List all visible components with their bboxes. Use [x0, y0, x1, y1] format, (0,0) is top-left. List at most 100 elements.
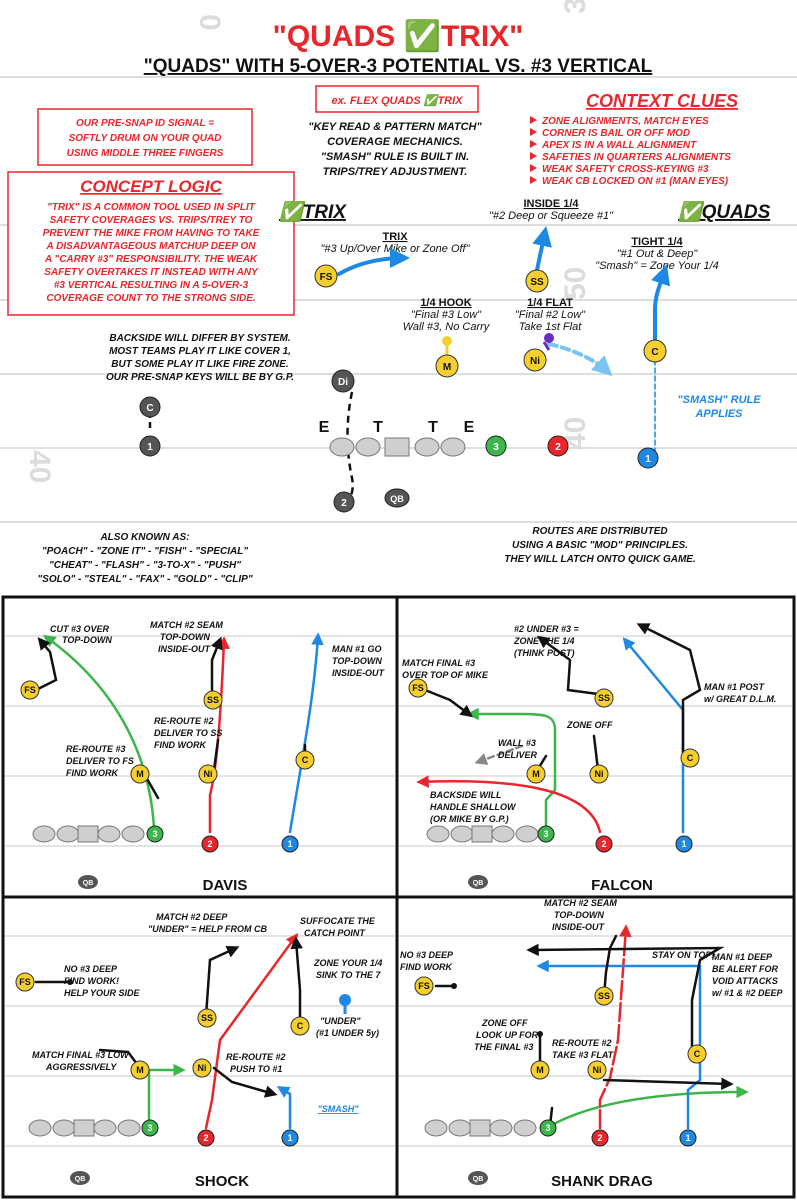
panel-title: SHANK DRAG: [551, 1173, 653, 1190]
player-fs: FS: [412, 683, 424, 693]
note: w/ #1 & #2 DEEP: [712, 988, 784, 998]
player-m: M: [536, 1065, 544, 1075]
player-m: M: [136, 1065, 144, 1075]
receiver-2: 2: [203, 1133, 208, 1143]
player-qb: QB: [390, 494, 404, 504]
note: BE ALERT FOR: [712, 964, 779, 974]
mechanics-line: "SMASH" RULE IS BUILT IN.: [321, 151, 469, 163]
concept-line: A DISADVANTAGEOUS MATCHUP DEEP ON: [46, 241, 257, 252]
receiver-1: 1: [681, 839, 686, 849]
line-letter: E: [464, 419, 475, 436]
panel-shock: MATCH #2 DEEP "UNDER" = HELP FROM CB SUF…: [15, 912, 382, 1190]
line-letter: T: [373, 419, 383, 436]
signal-line: SOFTLY DRUM ON YOUR QUAD: [69, 133, 222, 144]
line-letter: E: [319, 419, 330, 436]
note: (OR MIKE BY G.P.): [430, 814, 509, 824]
top-routes: [337, 226, 671, 453]
back-2: 2: [341, 498, 347, 509]
note: RE-ROUTE #2: [552, 1038, 612, 1048]
backside-line: BACKSIDE WILL DIFFER BY SYSTEM.: [109, 333, 290, 344]
flat-label: 1/4 FLAT: [527, 297, 573, 309]
player-qb: QB: [83, 880, 94, 887]
note: TOP-DOWN: [332, 656, 382, 666]
context-item: ZONE ALIGNMENTS, MATCH EYES: [541, 116, 709, 127]
note: (THINK POST): [514, 648, 575, 658]
note: MATCH FINAL #3 LOW: [32, 1050, 130, 1060]
note: THE FINAL #3: [474, 1042, 533, 1052]
note: "UNDER": [320, 1016, 361, 1026]
ss-route: [532, 226, 552, 272]
note: NO #3 DEEP: [400, 950, 454, 960]
trix-label: TRIX: [382, 231, 408, 243]
yard-number: 40: [23, 450, 56, 483]
note: DELIVER: [498, 750, 538, 760]
player-ni: Ni: [530, 356, 540, 367]
receiver-2: 2: [207, 839, 212, 849]
concept-line: "TRIX" IS A COMMON TOOL USED IN SPLIT: [47, 202, 256, 213]
receiver-1: 1: [645, 454, 651, 465]
aka-line: "POACH" - "ZONE IT" - "FISH" - "SPECIAL": [42, 546, 249, 557]
note: TAKE #3 FLAT: [552, 1050, 615, 1060]
note: BACKSIDE WILL: [430, 790, 502, 800]
player-ss: SS: [201, 1013, 213, 1023]
concept-line: COVERAGE COUNT TO THE STRONG SIDE.: [46, 293, 255, 304]
panel-falcon: #2 UNDER #3 = ZONE THE 1/4 (THINK POST) …: [402, 623, 776, 894]
receiver-1-back: 1: [147, 442, 153, 453]
note: INSIDE-OUT: [552, 922, 606, 932]
smash-note: "SMASH" RULE: [677, 394, 761, 406]
yard-number: 50: [559, 267, 592, 300]
cb-route: [651, 264, 671, 342]
routes-line: THEY WILL LATCH ONTO QUICK GAME.: [504, 554, 695, 565]
top-offense: E T T E: [148, 391, 475, 502]
signal-box: [37, 108, 253, 166]
player-ni: Ni: [204, 769, 213, 779]
yard-number: 3: [559, 0, 592, 14]
quads-tag: ✅QUADS: [678, 200, 771, 223]
note: CATCH POINT: [304, 928, 366, 938]
note: MAN #1 GO: [332, 644, 382, 654]
panel-title: FALCON: [591, 877, 653, 894]
trix-sub: "#3 Up/Over Mike or Zone Off": [320, 243, 470, 255]
note: #2 UNDER #3 =: [514, 624, 580, 634]
inside-label: INSIDE 1/4: [523, 198, 579, 210]
player-ss: SS: [207, 695, 219, 705]
player-ni: Ni: [198, 1063, 207, 1073]
concept-line: PREVENT THE MIKE FROM HAVING TO TAKE: [43, 228, 260, 239]
player-qb: QB: [473, 880, 484, 887]
note: VOID ATTACKS: [712, 976, 778, 986]
player-ss: SS: [530, 277, 544, 288]
player-m: M: [443, 362, 451, 373]
note: NO #3 DEEP: [64, 964, 118, 974]
context-item: SAFETIES IN QUARTERS ALIGNMENTS: [542, 152, 731, 163]
mechanics-line: COVERAGE MECHANICS.: [327, 136, 463, 148]
note: INSIDE-OUT: [332, 668, 386, 678]
panel-title: DAVIS: [203, 877, 248, 894]
trix-tag: ✅TRIX: [279, 200, 347, 223]
note: RE-ROUTE #2: [226, 1052, 286, 1062]
receiver-1: 1: [287, 839, 292, 849]
receiver-3: 3: [493, 442, 499, 453]
receiver-3: 3: [543, 829, 548, 839]
note: WALL #3: [498, 738, 536, 748]
context-item: WEAK CB LOCKED ON #1 (MAN EYES): [542, 176, 729, 187]
note: DELIVER TO SS: [154, 728, 222, 738]
smash-note: APPLIES: [694, 408, 743, 420]
signal-line: USING MIDDLE THREE FINGERS: [67, 148, 224, 159]
player-qb: QB: [473, 1176, 484, 1183]
player-c: C: [297, 1021, 304, 1031]
note: AGGRESSIVELY: [45, 1062, 117, 1072]
aka-line: "CHEAT" - "FLASH" - "3-TO-X" - "PUSH": [49, 560, 241, 571]
backside-line: MOST TEAMS PLAY IT LIKE COVER 1,: [109, 346, 291, 357]
flat-sub: "Final #2 Low": [515, 309, 586, 321]
panel-shank-drag: MATCH #2 SEAM TOP-DOWN INSIDE-OUT STAY O…: [400, 898, 784, 1190]
under-marker: [339, 994, 351, 1014]
note: FIND WORK!: [64, 976, 119, 986]
note: HELP YOUR SIDE: [64, 988, 141, 998]
note: SINK TO THE 7: [316, 970, 381, 980]
context-item: CORNER IS BAIL OR OFF MOD: [542, 128, 690, 139]
receiver-1: 1: [685, 1133, 690, 1143]
concept-heading: CONCEPT LOGIC: [80, 177, 222, 196]
note: TOP-DOWN: [554, 910, 604, 920]
inside-sub: "#2 Deep or Squeeze #1": [489, 210, 614, 222]
